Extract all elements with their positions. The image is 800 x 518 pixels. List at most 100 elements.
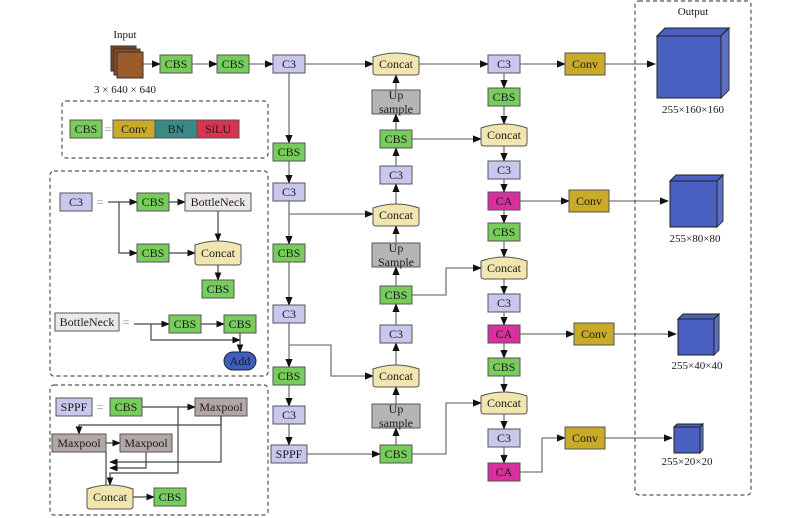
legend-sppf-maxpool-2: Maxpool (51, 433, 107, 453)
backbone-c3-1-label: C3 (282, 57, 296, 71)
neck-concat-2-label: Concat (379, 208, 414, 222)
edge-arrow (75, 416, 222, 435)
backbone-c3-3: C3 (272, 304, 306, 324)
legend-bottleneck-lhs: BottleNeck (54, 312, 120, 332)
neck-cbs-2: CBS (379, 285, 413, 305)
head-concat-1: Concat (480, 123, 528, 147)
backbone-cbs-5: CBS (272, 366, 306, 386)
backbone-cbs-4: CBS (272, 243, 306, 263)
backbone-c3-2-label: C3 (282, 185, 296, 199)
head-c3-2: C3 (487, 160, 521, 180)
legend-c3-cbs-bottom-label: CBS (142, 246, 165, 260)
sppf-legend-box (49, 384, 269, 516)
head-c3-4: C3 (487, 428, 521, 448)
legend-cbs-conv-label: Conv (121, 122, 147, 136)
neck-concat-3-label: Concat (379, 369, 414, 383)
legend-c3-cbs-bottom: CBS (136, 243, 170, 263)
head-cbs-1-label: CBS (493, 90, 516, 104)
legend-bottleneck-equals: = (123, 315, 130, 329)
edges (75, 60, 677, 501)
neck-concat-1-label: Concat (379, 57, 414, 71)
neck-concat-3: Concat (372, 364, 420, 388)
neck-upsample-1-label-line2: sample (379, 102, 413, 116)
head-ca-2-label: CA (496, 327, 513, 341)
legend-bottleneck-cbs-2-label: CBS (229, 317, 252, 331)
legend-c3-lhs-label: C3 (69, 195, 83, 209)
legend-cbs-bn: BN (154, 119, 198, 139)
neck-cbs-1-label: CBS (385, 132, 408, 146)
head-ca-1-label: CA (496, 194, 513, 208)
c3-bottleneck-legend-box (49, 170, 269, 377)
legend-c3-cbs-top: CBS (136, 192, 170, 212)
legend-c3-bottleneck-label: BottleNeck (191, 195, 246, 209)
cbs-legend-box (61, 100, 269, 159)
head-ca-3: CA (487, 462, 521, 482)
head-c3-2-label: C3 (497, 163, 511, 177)
legend-cbs-equals: = (105, 122, 112, 136)
legend-bottleneck-lhs-label: BottleNeck (60, 315, 115, 329)
output-shape-2: 255×80×80 (670, 233, 721, 245)
legend-sppf-lhs: SPPF (55, 397, 93, 417)
legend-bottleneck-cbs-2: CBS (223, 314, 257, 334)
input-shape: 3 × 640 × 640 (94, 84, 156, 96)
neck-upsample-2-label-line2: Sample (378, 255, 414, 269)
head-concat-2: Concat (480, 256, 528, 280)
neck-c3-1: C3 (379, 165, 413, 185)
backbone-cbs-1: CBS (159, 54, 193, 74)
head-ca-2: CA (487, 324, 521, 344)
head-conv-3-label: Conv (581, 327, 607, 341)
legend-sppf-cbs-out: CBS (153, 487, 187, 507)
edge-arrow (109, 452, 147, 472)
backbone-sppf: SPPF (270, 444, 308, 464)
legend-bottleneck-cbs-1: CBS (168, 314, 202, 334)
backbone-cbs-4-label: CBS (278, 246, 301, 260)
legend-sppf-cbs-label: CBS (115, 400, 138, 414)
neck-cbs-3: CBS (379, 444, 413, 464)
head-conv-2-label: Conv (576, 194, 602, 208)
legend-bottleneck-cbs-1-label: CBS (174, 317, 197, 331)
legend-cbs-conv: Conv (112, 119, 156, 139)
legend-sppf-maxpool-2-label: Maxpool (57, 436, 101, 450)
neck-upsample-1-label-line1: Up (389, 88, 404, 102)
output-shape-3: 255×40×40 (672, 360, 723, 372)
backbone-cbs-5-label: CBS (278, 369, 301, 383)
legend-cbs-lhs: CBS (69, 119, 103, 139)
legend-sppf-maxpool-1: Maxpool (194, 397, 248, 417)
head-cbs-2-label: CBS (493, 225, 516, 239)
edge-arrow (109, 416, 222, 466)
head-c3-1: C3 (487, 54, 521, 74)
legend-cbs-silu: SiLU (196, 119, 240, 139)
head-conv-2: Conv (568, 189, 610, 213)
head-cbs-2: CBS (487, 222, 521, 242)
edge-arrow (412, 399, 482, 455)
legend-c3-lhs: C3 (59, 192, 93, 212)
legend-sppf-equals: = (97, 400, 104, 414)
input-title: Input (113, 29, 136, 41)
legend-bottleneck-add-label: Add (230, 354, 251, 368)
legend-c3-cbs-out-label: CBS (207, 282, 230, 296)
backbone-cbs-2-label: CBS (222, 57, 245, 71)
neck-c3-2-label: C3 (389, 327, 403, 341)
edge-arrow (412, 264, 482, 296)
output-shape-4: 255×20×20 (662, 456, 713, 468)
neck-c3-2: C3 (379, 324, 413, 344)
output-cube-2 (668, 173, 725, 229)
neck-upsample-2-label-line1: Up (389, 241, 404, 255)
backbone-c3-1: C3 (272, 54, 306, 74)
neck-cbs-2-label: CBS (385, 288, 408, 302)
backbone-cbs-3-label: CBS (278, 145, 301, 159)
backbone-c3-4: C3 (272, 405, 306, 425)
output-box (634, 0, 752, 496)
edge-arrow (150, 324, 241, 344)
head-c3-3: C3 (487, 293, 521, 313)
neck-upsample-3-label-line2: sample (379, 416, 413, 430)
edge-arrow (106, 407, 179, 486)
output-title: Output (678, 6, 709, 18)
backbone-c3-4-label: C3 (282, 408, 296, 422)
head-concat-2-label: Concat (487, 261, 522, 275)
legend-c3-concat-label: Concat (201, 246, 236, 260)
